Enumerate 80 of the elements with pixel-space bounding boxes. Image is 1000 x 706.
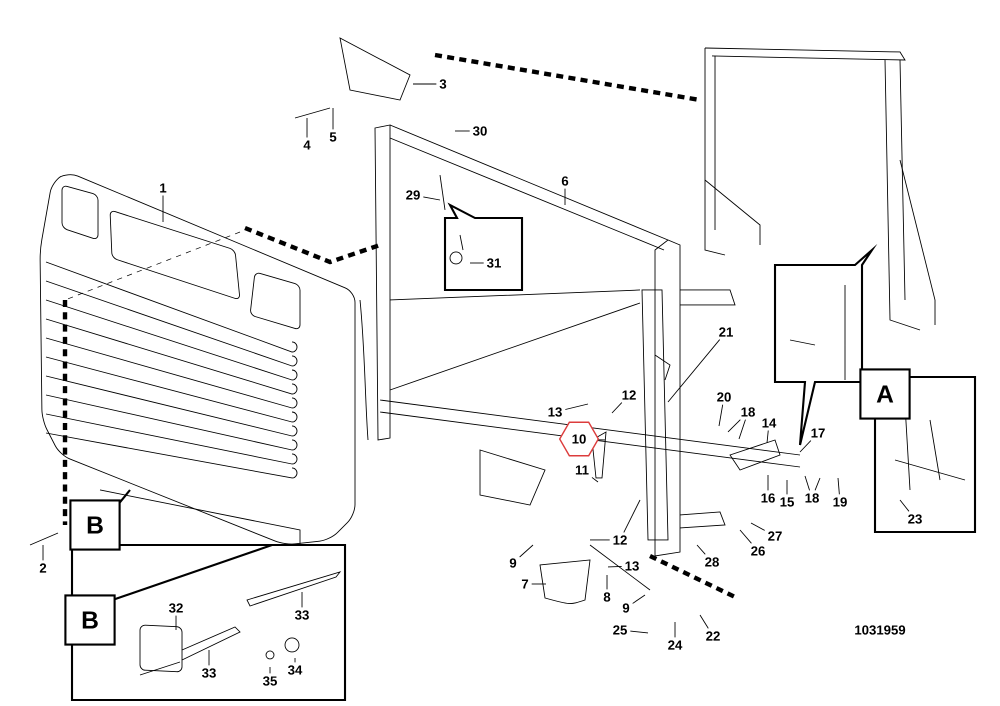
callout-number: 34 [288,665,302,675]
leader-line [564,188,566,206]
leader-line [564,404,588,410]
drawing-number: 1031959 [855,625,906,635]
callout-number: 25 [613,625,627,635]
callout-number: 3 [440,79,446,89]
leader-line [668,339,720,402]
view-letter: B [69,499,121,551]
callout-number: 13 [548,407,562,417]
callout-hexagon: 10 [558,422,600,456]
leader-line [470,262,484,264]
leader-line [804,476,810,491]
callout-number: 28 [705,557,719,567]
callout-number: 26 [751,546,765,556]
callout-number: 13 [626,561,639,571]
callout-number: 24 [668,640,682,650]
leader-line [612,402,622,414]
callout-number: 31 [486,258,501,268]
callout-number: 8 [604,592,610,602]
callout-number: 9 [622,603,630,613]
leader-line [632,594,646,604]
leader-line [750,522,766,531]
callout-number: 23 [908,514,922,524]
leader-line [208,650,210,666]
leader-line [454,130,470,132]
callout-number: 27 [768,531,782,541]
callout-number: 33 [294,610,309,620]
leader-line [294,658,296,663]
callout-number: 16 [762,493,775,503]
leader-line [162,195,164,222]
leader-line [606,574,608,590]
callout-number: 5 [330,132,336,142]
leader-line [800,440,812,452]
leader-line [598,439,606,440]
leader-line [738,419,746,440]
leader-line [814,478,820,491]
leader-line [623,500,640,533]
callout-number: 29 [406,190,420,200]
callout-number: 18 [742,407,755,417]
callout-number: 19 [834,497,847,507]
leader-line [728,419,741,432]
leader-line [900,500,910,512]
leader-line [838,478,840,495]
callout-number: 2 [40,563,46,573]
view-letter: A [859,368,911,420]
leader-line [766,430,769,444]
callout-number: 12 [622,390,636,400]
callout-number: 22 [706,631,720,641]
callout-number: 33 [202,668,216,678]
callout-number: 1 [160,183,166,193]
callout-number: 32 [168,603,183,613]
leader-line [696,544,706,555]
leader-line [740,530,752,544]
callout-number: 30 [472,126,487,136]
leader-line [718,404,724,426]
callout-number: 14 [762,418,776,428]
leader-line [786,480,788,495]
callout-number: 17 [812,428,825,438]
leader-line [592,477,598,482]
callout-number: 20 [717,392,731,402]
leader-line [608,566,622,568]
leader-line [306,118,308,138]
leader-line [42,544,44,561]
callout-number: 4 [304,140,311,150]
leader-line [332,108,334,130]
leader-line [674,622,676,638]
callout-number: 6 [562,176,568,186]
callout-number: 15 [780,497,794,507]
callout-number: 18 [806,493,819,503]
leader-line [630,630,648,634]
leader-line [700,614,709,629]
callout-number: 9 [510,558,516,568]
leader-line [519,544,534,558]
callout-number: 21 [719,327,733,337]
callout-number: 7 [522,579,528,589]
callout-number: 11 [576,465,589,475]
leader-line [422,196,440,200]
callout-number: 12 [614,535,627,545]
view-letter: B [64,594,116,646]
callout-number: 35 [262,676,277,686]
